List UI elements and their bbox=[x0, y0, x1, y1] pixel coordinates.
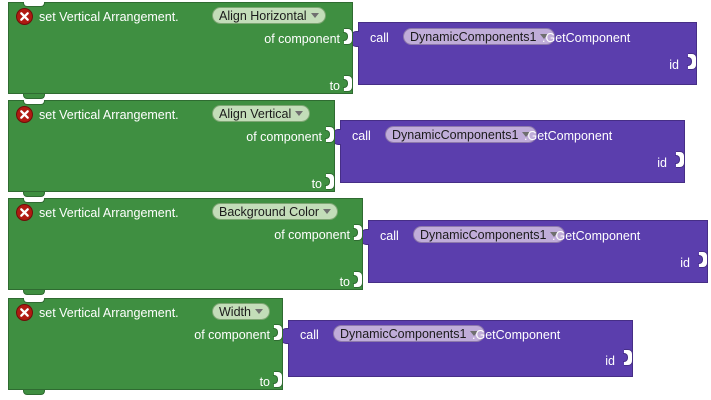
of-component-socket-1[interactable] bbox=[343, 28, 353, 45]
of-component-label-1: of component bbox=[264, 32, 340, 46]
arg-id-label-3: id bbox=[680, 256, 690, 270]
set-prefix-label-3: set Vertical Arrangement. bbox=[39, 206, 179, 220]
arg-id-socket-3[interactable] bbox=[698, 251, 708, 268]
arg-id-socket-2[interactable] bbox=[675, 151, 685, 168]
arg-id-label-2: id bbox=[657, 156, 667, 170]
to-label-1: to bbox=[329, 79, 340, 93]
chevron-down-icon bbox=[254, 309, 263, 314]
component-dropdown-label-3: DynamicComponents1 bbox=[420, 227, 547, 242]
stack-notch-bottom-icon bbox=[23, 192, 45, 197]
of-component-label-2: of component bbox=[246, 130, 322, 144]
call-label-4: call bbox=[300, 328, 319, 342]
of-component-label-3: of component bbox=[274, 228, 350, 242]
error-badge-icon-4[interactable] bbox=[16, 304, 33, 321]
component-dropdown-2[interactable]: DynamicComponents1 bbox=[385, 126, 538, 143]
to-socket-1[interactable] bbox=[343, 75, 353, 92]
stack-notch-top-icon bbox=[23, 198, 45, 203]
call-label-2: call bbox=[352, 129, 371, 143]
of-component-socket-2[interactable] bbox=[325, 126, 335, 143]
component-dropdown-label-2: DynamicComponents1 bbox=[392, 127, 519, 142]
chevron-down-icon bbox=[310, 13, 319, 18]
component-dropdown-4[interactable]: DynamicComponents1 bbox=[333, 325, 486, 342]
chevron-down-icon bbox=[470, 331, 479, 336]
to-label-3: to bbox=[339, 275, 350, 289]
to-label-4: to bbox=[259, 375, 270, 389]
property-dropdown-4[interactable]: Width bbox=[212, 303, 270, 320]
method-call-block-3[interactable]: call DynamicComponents1 .GetComponent id bbox=[361, 220, 708, 283]
of-component-socket-4[interactable] bbox=[273, 324, 283, 341]
set-property-block-2[interactable]: set Vertical Arrangement. Align Vertical… bbox=[8, 100, 335, 197]
stack-notch-top-icon bbox=[23, 298, 45, 303]
set-prefix-label-4: set Vertical Arrangement. bbox=[39, 306, 179, 320]
call-label-1: call bbox=[370, 31, 389, 45]
method-label-1: .GetComponent bbox=[542, 31, 631, 45]
property-dropdown-label-4: Width bbox=[219, 304, 251, 319]
component-dropdown-label-1: DynamicComponents1 bbox=[410, 29, 537, 44]
property-dropdown-2[interactable]: Align Vertical bbox=[212, 105, 311, 122]
set-prefix-label-1: set Vertical Arrangement. bbox=[39, 10, 179, 24]
arg-id-label-1: id bbox=[669, 58, 679, 72]
error-badge-icon-3[interactable] bbox=[16, 204, 33, 221]
chevron-down-icon bbox=[522, 132, 531, 137]
set-property-block-4[interactable]: set Vertical Arrangement. Width of compo… bbox=[8, 298, 283, 395]
method-call-block-2[interactable]: call DynamicComponents1 .GetComponent id bbox=[333, 120, 685, 183]
property-dropdown-label-2: Align Vertical bbox=[219, 106, 292, 121]
property-dropdown-1[interactable]: Align Horizontal bbox=[212, 7, 326, 24]
arg-id-socket-1[interactable] bbox=[687, 53, 697, 70]
to-socket-4[interactable] bbox=[273, 371, 283, 388]
component-dropdown-1[interactable]: DynamicComponents1 bbox=[403, 28, 556, 45]
method-label-3: .GetComponent bbox=[552, 229, 641, 243]
method-label-4: .GetComponent bbox=[472, 328, 561, 342]
call-label-3: call bbox=[380, 229, 399, 243]
property-dropdown-label-3: Background Color bbox=[219, 204, 320, 219]
component-dropdown-label-4: DynamicComponents1 bbox=[340, 326, 467, 341]
method-call-block-1[interactable]: call DynamicComponents1 .GetComponent id bbox=[351, 22, 697, 85]
to-socket-2[interactable] bbox=[325, 173, 335, 190]
set-prefix-label-2: set Vertical Arrangement. bbox=[39, 108, 179, 122]
component-dropdown-3[interactable]: DynamicComponents1 bbox=[413, 226, 566, 243]
property-dropdown-3[interactable]: Background Color bbox=[212, 203, 339, 220]
to-socket-3[interactable] bbox=[353, 271, 363, 288]
stack-notch-bottom-icon bbox=[23, 94, 45, 99]
chevron-down-icon bbox=[550, 232, 559, 237]
stack-notch-bottom-icon bbox=[23, 290, 45, 295]
stack-notch-top-icon bbox=[23, 100, 45, 105]
method-label-2: .GetComponent bbox=[524, 129, 613, 143]
stack-notch-top-icon bbox=[23, 2, 45, 7]
set-property-block-1[interactable]: set Vertical Arrangement. Align Horizont… bbox=[8, 2, 353, 99]
error-badge-icon-2[interactable] bbox=[16, 106, 33, 123]
error-badge-icon-1[interactable] bbox=[16, 8, 33, 25]
set-property-block-3[interactable]: set Vertical Arrangement. Background Col… bbox=[8, 198, 363, 295]
method-call-block-4[interactable]: call DynamicComponents1 .GetComponent id bbox=[281, 320, 633, 377]
chevron-down-icon bbox=[295, 111, 304, 116]
to-label-2: to bbox=[311, 177, 322, 191]
arg-id-socket-4[interactable] bbox=[623, 349, 633, 366]
chevron-down-icon bbox=[540, 34, 549, 39]
of-component-socket-3[interactable] bbox=[353, 224, 363, 241]
chevron-down-icon bbox=[323, 209, 332, 214]
of-component-label-4: of component bbox=[194, 328, 270, 342]
stack-notch-bottom-icon bbox=[23, 390, 45, 395]
arg-id-label-4: id bbox=[605, 354, 615, 368]
property-dropdown-label-1: Align Horizontal bbox=[219, 8, 307, 23]
